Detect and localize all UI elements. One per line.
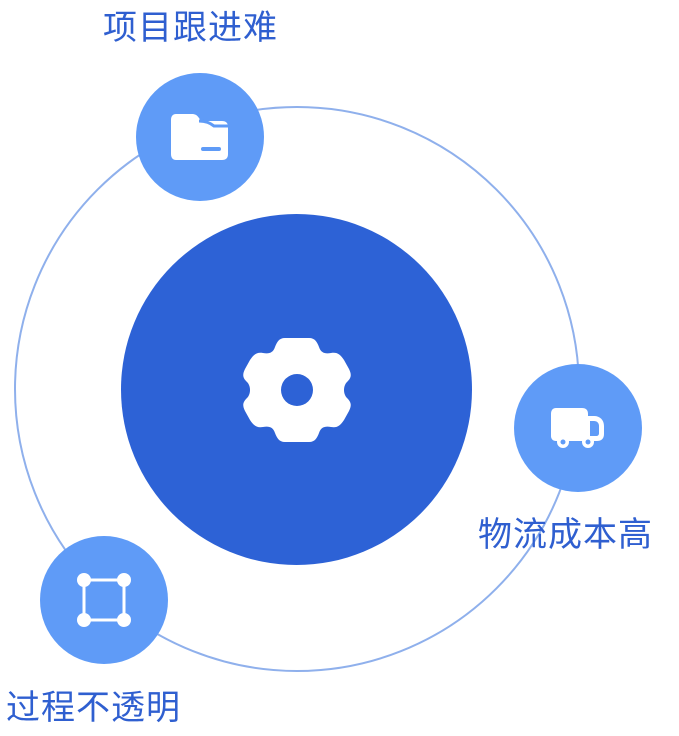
label-process-transparency: 过程不透明 — [6, 688, 181, 728]
square-nodes-icon — [76, 572, 132, 628]
label-project-tracking: 项目跟进难 — [103, 8, 278, 48]
folder-icon — [170, 112, 230, 162]
gear-icon — [241, 334, 353, 446]
node-process-transparency — [40, 536, 168, 664]
center-disc — [121, 214, 472, 565]
node-project-tracking — [136, 73, 264, 201]
label-logistics-cost: 物流成本高 — [478, 515, 653, 555]
node-logistics-cost — [514, 364, 642, 492]
truck-icon — [550, 406, 606, 450]
